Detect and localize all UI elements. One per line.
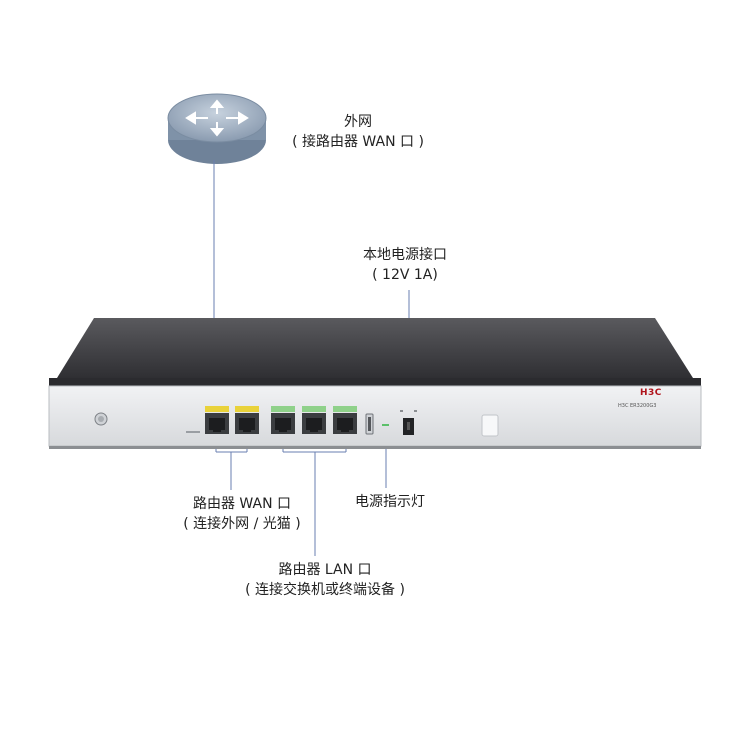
- led-title: 电源指示灯: [355, 494, 425, 510]
- router-cloud-icon: [167, 93, 267, 164]
- lan-label: 路由器 LAN 口 ( 连接交换机或终端设备 ): [225, 560, 425, 600]
- router-chassis: [48, 318, 702, 449]
- wan-port-2[interactable]: [235, 406, 259, 434]
- wan-label: 路由器 WAN 口 ( 连接外网 / 光猫 ): [162, 494, 322, 534]
- power-port-title: 本地电源接口: [363, 247, 447, 263]
- lan-port-3[interactable]: [333, 406, 357, 434]
- brand-logo: H3C: [640, 388, 662, 398]
- internet-title: 外网: [344, 114, 372, 130]
- power-led: [382, 424, 389, 426]
- lan-port-1[interactable]: [271, 406, 295, 434]
- dc-power-jack[interactable]: [400, 410, 417, 435]
- wan-subtitle: ( 连接外网 / 光猫 ): [183, 516, 301, 532]
- lan-port-2[interactable]: [302, 406, 326, 434]
- internet-label: 外网 ( 接路由器 WAN 口 ): [278, 112, 438, 152]
- port-marking: [186, 431, 200, 433]
- panel-slot: [481, 414, 499, 437]
- power-port-label: 本地电源接口 ( 12V 1A): [335, 245, 475, 285]
- lan-subtitle: ( 连接交换机或终端设备 ): [245, 582, 405, 598]
- usb-port[interactable]: [365, 413, 374, 435]
- led-label: 电源指示灯: [340, 492, 440, 512]
- wan-title: 路由器 WAN 口: [192, 496, 292, 512]
- lan-title: 路由器 LAN 口: [278, 562, 372, 578]
- internet-subtitle: ( 接路由器 WAN 口 ): [292, 134, 424, 150]
- wan-port-1[interactable]: [205, 406, 229, 434]
- power-button-icon[interactable]: [94, 412, 108, 426]
- power-port-subtitle: ( 12V 1A): [372, 267, 438, 283]
- model-name: H3C ER3200G3: [618, 403, 657, 409]
